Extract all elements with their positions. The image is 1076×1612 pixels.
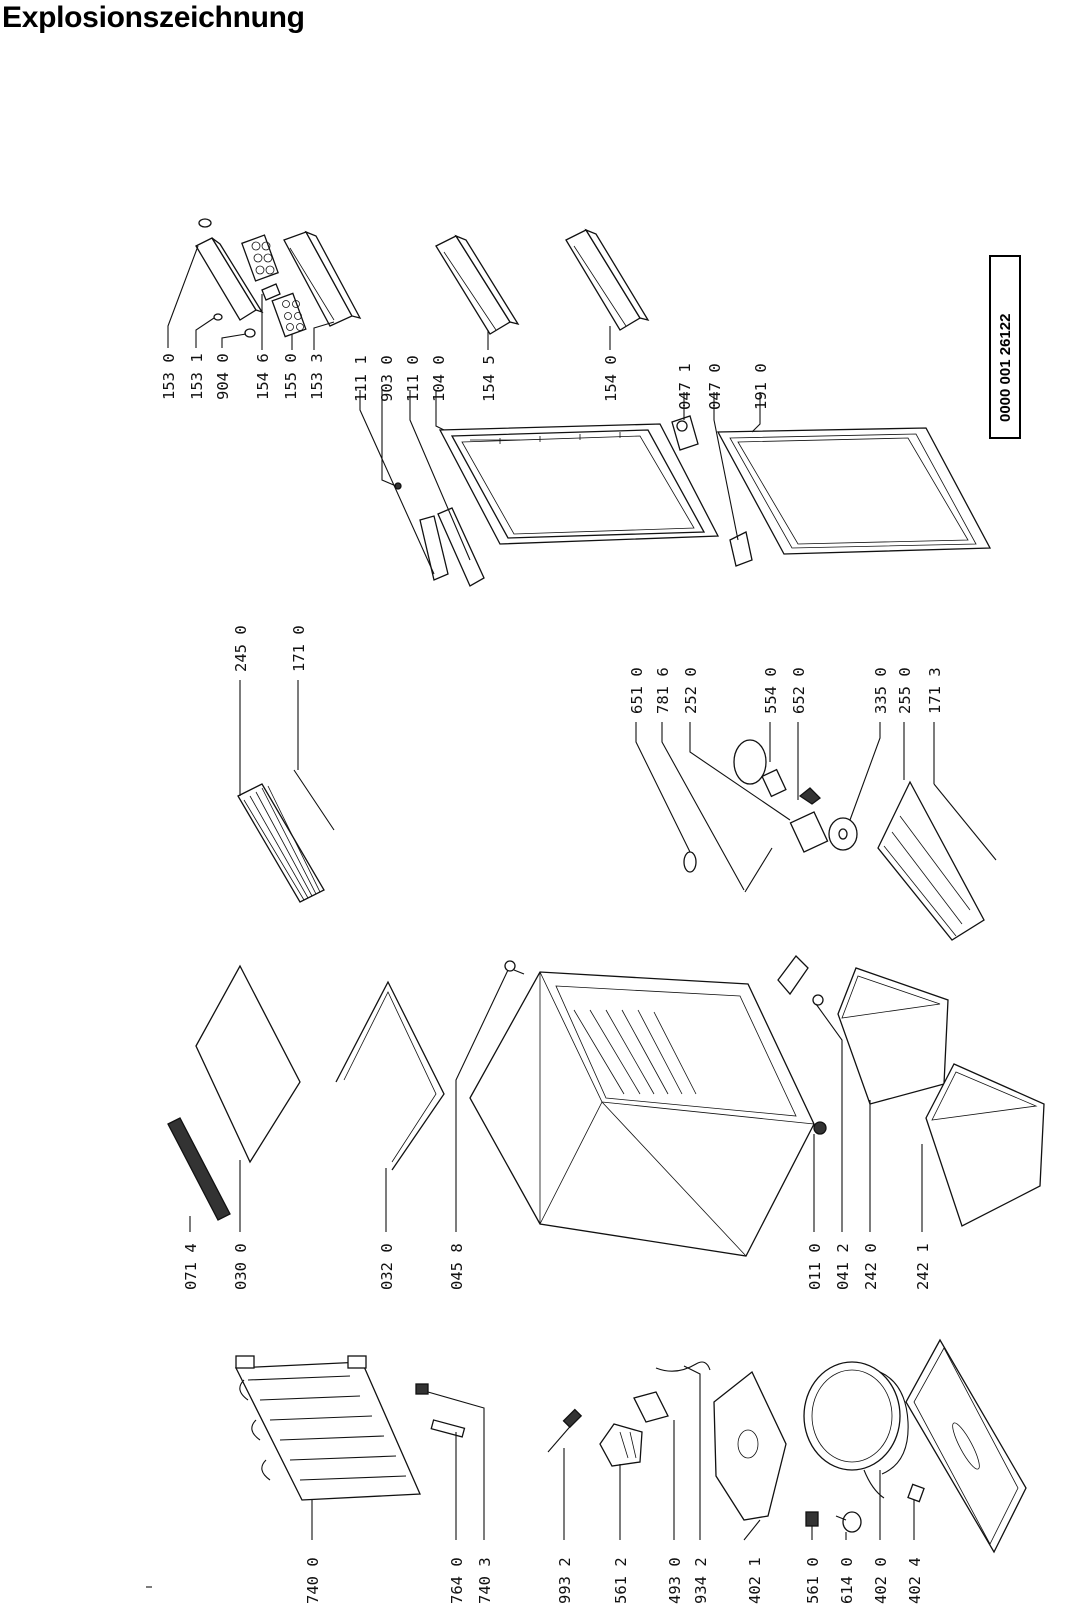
- label-1910: 191 0: [752, 363, 770, 410]
- label-1110: 111 0: [404, 355, 422, 402]
- label-0471: 047 1: [676, 363, 694, 410]
- foot-0110-drawing: [813, 1121, 827, 1135]
- label-1546: 154 6: [254, 353, 272, 400]
- label-2550: 255 0: [896, 667, 914, 714]
- label-4024: 402 4: [906, 1557, 924, 1604]
- label-4930: 493 0: [666, 1557, 684, 1604]
- label-2520: 252 0: [682, 667, 700, 714]
- label-0714: 071 4: [182, 1243, 200, 1290]
- label-6520: 652 0: [790, 667, 808, 714]
- crisper-2420-drawing: [837, 967, 949, 1105]
- label-1545: 154 5: [480, 355, 498, 402]
- label-1530: 153 0: [160, 353, 178, 400]
- wire-9342-drawing: [655, 1361, 711, 1372]
- box-4930-drawing: [633, 1391, 669, 1423]
- label-5612: 561 2: [612, 1557, 630, 1604]
- condenser-7400-drawing: [234, 1355, 421, 1501]
- label-1550: 155 0: [282, 353, 300, 400]
- grille-0714-drawing: [167, 1117, 231, 1221]
- label-6510: 651 0: [628, 667, 646, 714]
- label-4020: 402 0: [872, 1557, 890, 1604]
- drier-7640-drawing: [430, 1419, 466, 1438]
- door-shelf-1530-drawing: [195, 218, 264, 321]
- page-title: Explosionszeichnung: [2, 1, 305, 34]
- label-6140: 614 0: [838, 1557, 856, 1604]
- label-0300: 030 0: [232, 1243, 250, 1290]
- screw-0458-drawing: [504, 960, 525, 975]
- hinge-0470-drawing: [729, 531, 753, 567]
- washer-9040-drawing: [244, 328, 256, 338]
- door-balcony-1540-drawing: [565, 228, 650, 331]
- door-balcony-1545-drawing: [435, 234, 520, 335]
- label-0470: 047 0: [706, 363, 724, 410]
- base-plate-drawing: [905, 1338, 1027, 1554]
- filter-7403-drawing: [415, 1383, 429, 1395]
- relay-5612-drawing: [599, 1423, 643, 1467]
- label-0320: 032 0: [378, 1243, 396, 1290]
- frame-0320-drawing: [335, 980, 445, 1171]
- label-5610: 561 0: [804, 1557, 822, 1604]
- grommet-5610-drawing: [805, 1511, 819, 1527]
- hinge-0471-drawing: [671, 415, 699, 451]
- label-1111: 111 1: [352, 355, 370, 402]
- thermostat-group-drawing: [683, 739, 858, 893]
- leader-lines: [167, 245, 935, 1541]
- label-5540: 554 0: [762, 667, 780, 714]
- bracket-0412-drawing: [777, 955, 824, 1006]
- label-7816: 781 6: [654, 667, 672, 714]
- compressor-4020-drawing: [803, 1361, 909, 1499]
- clip-4024-drawing: [907, 1483, 925, 1503]
- label-1540: 154 0: [602, 355, 620, 402]
- document-number: 0000 001 26122: [997, 314, 1014, 422]
- label-3350: 335 0: [872, 667, 890, 714]
- document-number-box: 0000 001 26122: [989, 255, 1021, 439]
- label-0412: 041 2: [834, 1243, 852, 1290]
- label-2421: 242 1: [914, 1243, 932, 1290]
- label-4021: 402 1: [746, 1557, 764, 1604]
- label-1531: 153 1: [188, 353, 206, 400]
- handle-1110-drawing: [419, 507, 485, 587]
- top-plate-0300-drawing: [195, 964, 301, 1164]
- cover-4021-drawing: [713, 1370, 787, 1521]
- door-1040-drawing: [438, 423, 720, 545]
- grommet-6140-drawing: [835, 1511, 862, 1533]
- clip-1531-drawing: [213, 313, 223, 321]
- egg-tray-upper-drawing: [241, 234, 279, 282]
- crisper-2421-drawing: [925, 1063, 1045, 1227]
- label-2420: 242 0: [862, 1243, 880, 1290]
- cable-9932-drawing: [547, 1408, 583, 1453]
- hinge-plate-1546-drawing: [261, 283, 281, 301]
- glass-shelf-2550-drawing: [877, 780, 997, 941]
- label-7403: 740 3: [476, 1557, 494, 1604]
- label-9342: 934 2: [692, 1557, 710, 1604]
- wire-shelf-2450-drawing: [237, 769, 335, 903]
- part-labels: 153 0 153 1 904 0 154 6 155 0 153 3 111 …: [160, 353, 944, 1604]
- label-9932: 993 2: [556, 1557, 574, 1604]
- door-gasket-1910-drawing: [716, 427, 992, 555]
- butter-box-1533-drawing: [283, 230, 362, 327]
- label-0110: 011 0: [806, 1243, 824, 1290]
- label-0458: 045 8: [448, 1243, 466, 1290]
- cabinet-body-drawing: [469, 971, 815, 1257]
- label-2450: 245 0: [232, 625, 250, 672]
- label-9030: 903 0: [378, 355, 396, 402]
- label-7640: 764 0: [448, 1557, 466, 1604]
- label-1533: 153 3: [308, 353, 326, 400]
- label-1713: 171 3: [926, 667, 944, 714]
- label-7400: 740 0: [304, 1557, 322, 1604]
- label-9040: 904 0: [214, 353, 232, 400]
- label-1710: 171 0: [290, 625, 308, 672]
- label-1040: 104 0: [430, 355, 448, 402]
- egg-tray-lower-drawing: [271, 292, 307, 338]
